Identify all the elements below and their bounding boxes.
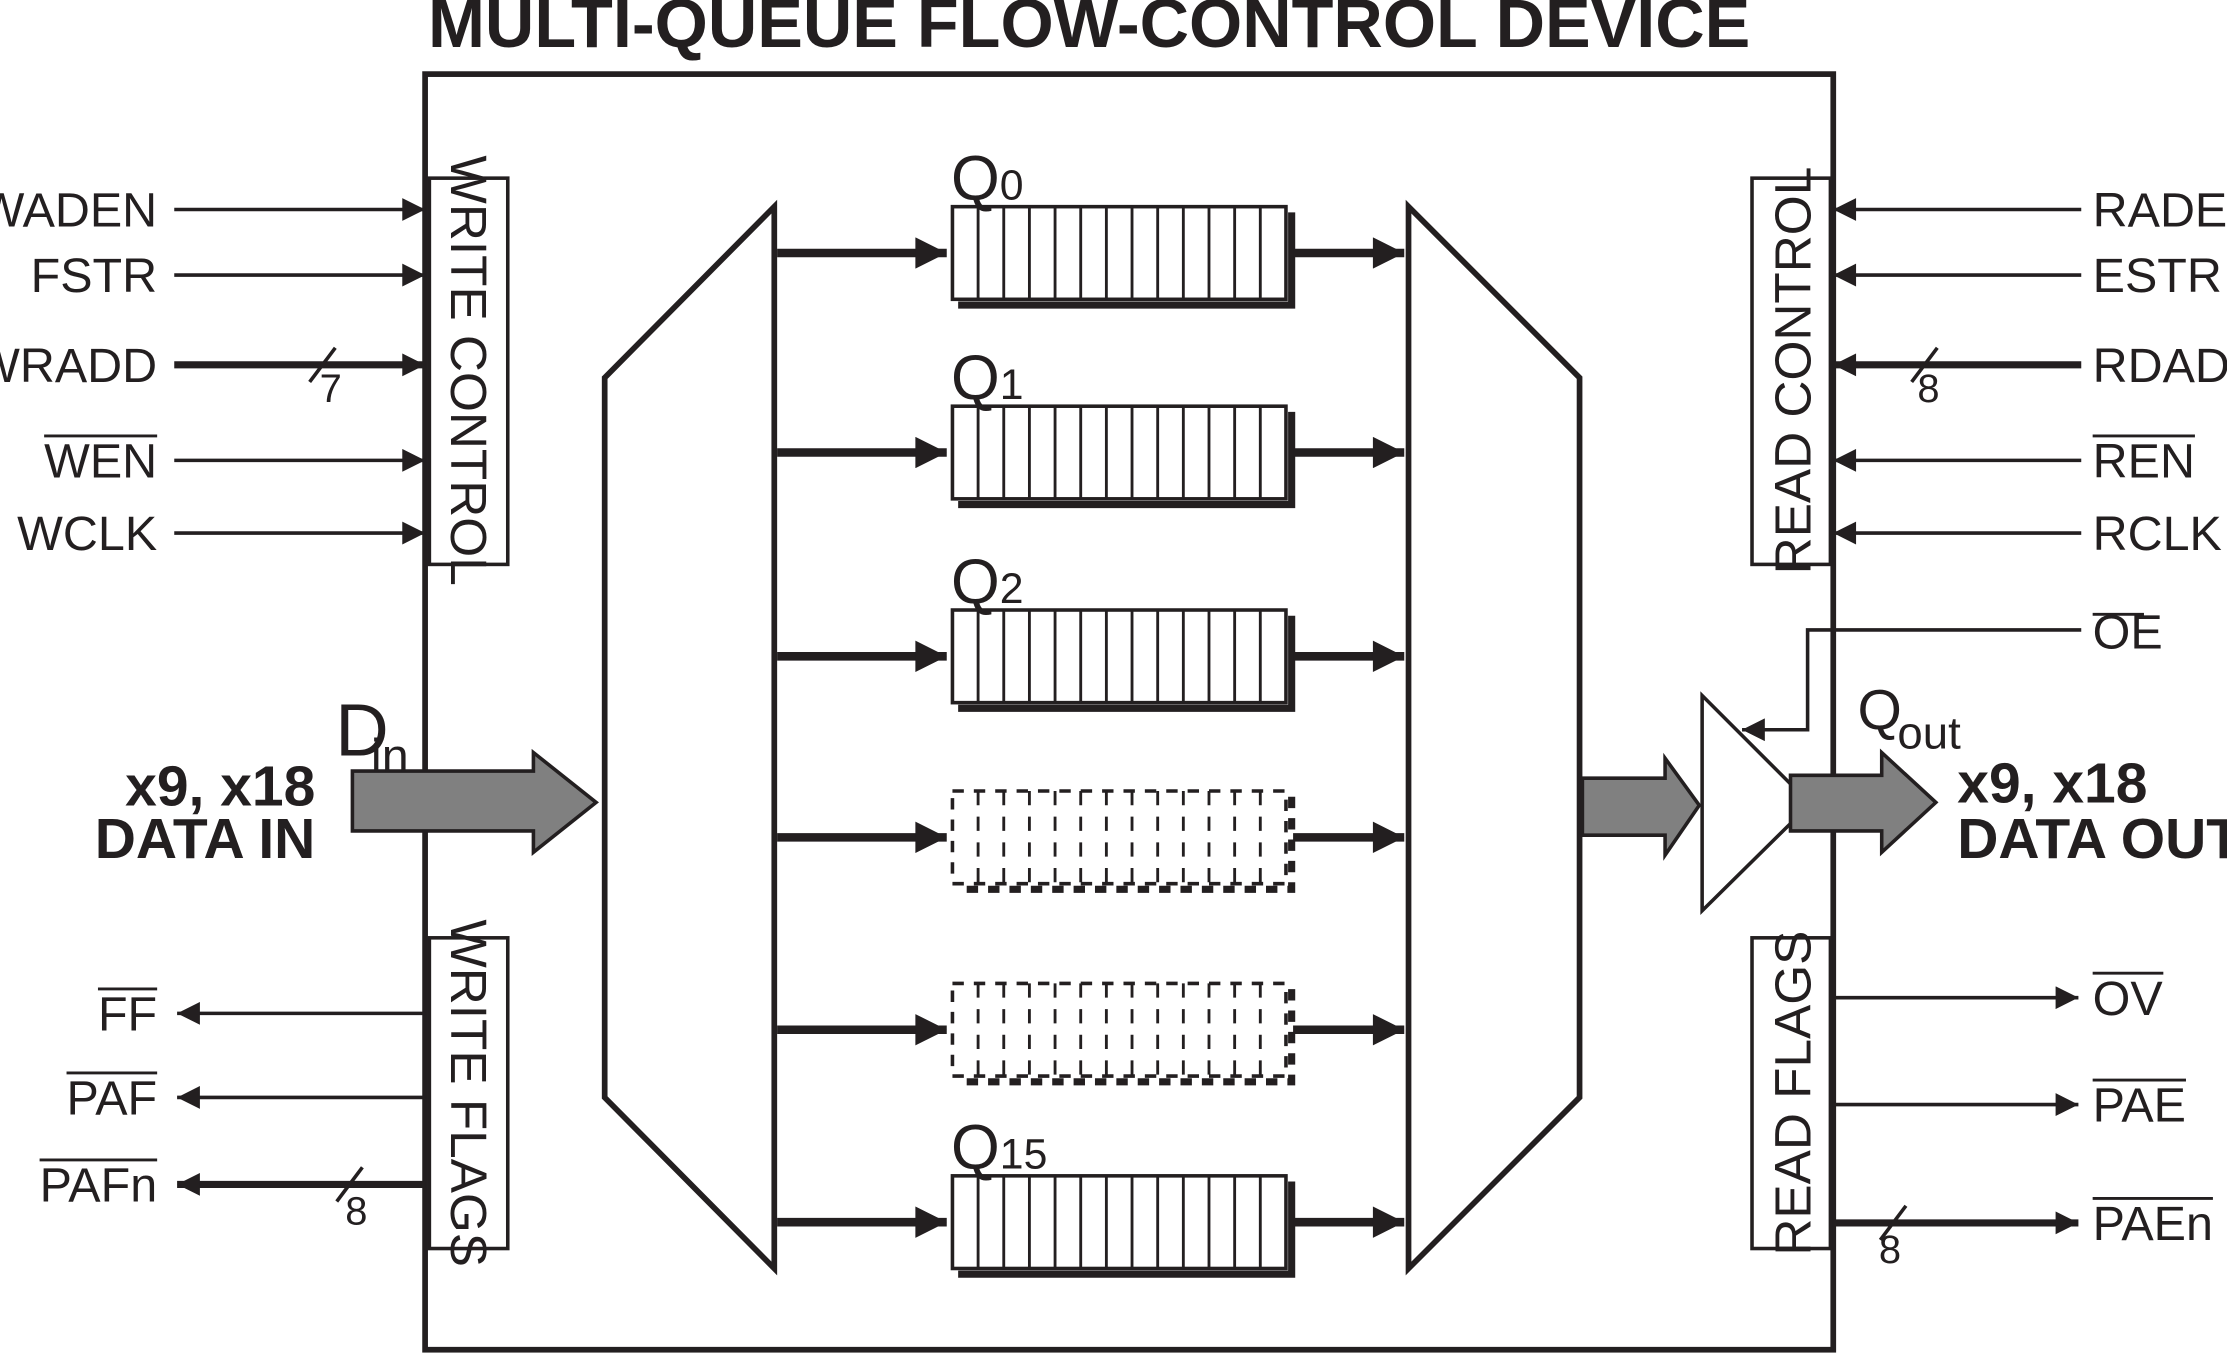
queue-3 <box>777 789 1405 893</box>
queue-shadow <box>958 411 1296 509</box>
write-control-label: WRITE CONTROL <box>440 155 497 585</box>
data-out-subscript: out <box>1897 707 1961 758</box>
signal-label: RDADD <box>2093 339 2227 393</box>
queue-body <box>950 1174 1288 1271</box>
data-in-width: x9, x18 <box>125 754 315 818</box>
write-flag-outputs: FF PAF PAFn 8 <box>40 987 426 1233</box>
signal-wradd: WRADD 7 <box>0 339 426 411</box>
flag-pae: PAE <box>1833 1078 2186 1133</box>
data-in-symbol: D <box>335 688 389 771</box>
write-flags-label: WRITE FLAGS <box>440 919 497 1267</box>
flag-label: PAEn <box>2093 1197 2213 1251</box>
queue-body <box>950 789 1288 886</box>
bus-tick <box>308 346 337 384</box>
bus-tick <box>335 1166 364 1203</box>
signal-label: WEN <box>44 434 157 488</box>
queue-label: Q15 <box>951 1113 1047 1183</box>
flag-paf: PAF <box>66 1072 426 1126</box>
signal-label: WRADD <box>0 339 157 393</box>
queue-shadow <box>958 989 1296 1086</box>
flag-label: PAF <box>67 1072 158 1126</box>
write-demultiplexer <box>601 199 778 1276</box>
queue-label: Q2 <box>951 547 1024 617</box>
data-out-label: DATA OUT <box>1957 807 2227 871</box>
queue-4 <box>777 981 1405 1086</box>
read-flags-block: READ FLAGS <box>1750 931 1833 1256</box>
bus-tick <box>1910 346 1939 384</box>
read-flag-outputs: OV PAE PAEn 8 <box>1833 972 2213 1272</box>
write-control-block: WRITE CONTROL <box>427 155 510 586</box>
flag-ff: FF <box>97 987 426 1041</box>
queue-1: Q1 <box>777 343 1405 509</box>
data-in-subscript: in <box>371 729 409 783</box>
flag-label: FF <box>98 987 157 1041</box>
queue-2: Q2 <box>777 547 1405 712</box>
signal-rclk: RCLK <box>1833 507 2222 561</box>
data-out-width: x9, x18 <box>1957 751 2147 815</box>
bus-width: 8 <box>1917 367 1939 411</box>
queue-body <box>950 981 1288 1078</box>
queue-label: Q1 <box>951 343 1024 413</box>
signal-wclk: WCLK <box>17 507 426 561</box>
queue-body <box>950 404 1288 501</box>
signal-label: REN <box>2093 434 2195 488</box>
output-buffer <box>1700 691 1813 916</box>
signal-wen: WEN <box>44 434 426 488</box>
bus-tick <box>1878 1204 1908 1242</box>
signal-ren: REN <box>1833 434 2195 488</box>
signal-label: WADEN <box>0 184 157 238</box>
signal-label: RCLK <box>2093 507 2222 561</box>
queue-body <box>950 204 1288 302</box>
signal-rdadd: RDADD 8 <box>1833 339 2227 411</box>
queue-5: Q15 <box>777 1113 1405 1278</box>
queue-shadow <box>958 796 1296 893</box>
flag-pafn: PAFn 8 <box>40 1158 426 1233</box>
signal-label: ESTR <box>2093 249 2222 303</box>
queue-body <box>950 608 1288 705</box>
bus-width: 8 <box>345 1189 367 1233</box>
signal-raden: RADEN <box>1833 184 2227 238</box>
data-in: D in x9, x18 DATA IN <box>95 688 599 871</box>
signal-estr: ESTR <box>1833 249 2222 303</box>
signal-fstr: FSTR <box>31 249 426 303</box>
mux-to-buffer-arrow <box>1580 752 1702 861</box>
queue-0: Q0 <box>777 144 1405 309</box>
data-out-arrow <box>1788 748 1939 857</box>
queue-shadow <box>958 1181 1296 1278</box>
queue-shadow <box>958 212 1296 309</box>
diagram-title: MULTI-QUEUE FLOW-CONTROL DEVICE <box>428 0 1750 62</box>
signal-waden: WADEN <box>0 184 426 238</box>
data-in-label: DATA IN <box>95 807 316 871</box>
read-control-block: READ CONTROL <box>1750 167 1833 575</box>
flag-label: PAE <box>2093 1079 2186 1133</box>
flag-label: PAFn <box>40 1158 158 1212</box>
data-out: Q out x9, x18 DATA OUT <box>1580 679 2227 916</box>
read-control-label: READ CONTROL <box>1764 167 1821 575</box>
read-flags-label: READ FLAGS <box>1764 931 1821 1256</box>
data-in-arrow <box>350 748 599 857</box>
write-flags-block: WRITE FLAGS <box>427 919 510 1267</box>
signal-label: WCLK <box>17 507 157 561</box>
queue-label: Q0 <box>951 144 1024 214</box>
flag-ov: OV <box>1833 972 2164 1026</box>
signal-label: RADEN <box>2093 184 2227 238</box>
data-out-symbol: Q <box>1857 679 1901 743</box>
output-enable: OE <box>1742 605 2163 742</box>
bus-width: 8 <box>1879 1228 1901 1272</box>
read-multiplexer <box>1405 199 1583 1276</box>
device-outline <box>422 71 1837 1353</box>
flag-paen: PAEn 8 <box>1833 1196 2213 1272</box>
signal-label: FSTR <box>31 249 157 303</box>
flag-label: OV <box>2093 972 2164 1026</box>
bus-width: 7 <box>320 367 342 411</box>
queue-shadow <box>958 615 1296 712</box>
